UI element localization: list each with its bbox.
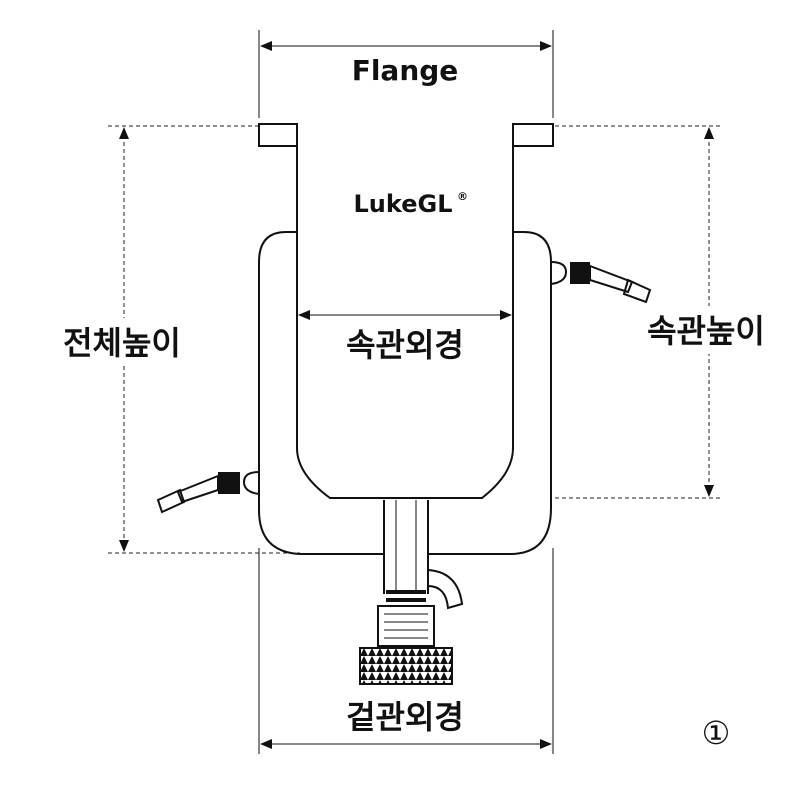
flange-dimension [258,30,554,118]
vessel [156,123,652,685]
inner-height-label: 속관높이 [647,312,765,350]
lower-hose-nozzle [156,471,260,514]
registered-mark: ® [457,190,468,203]
brand-logo: LukeGL [354,190,453,218]
upper-hose-nozzle [550,261,652,304]
figure-number: ① [702,714,731,752]
outer-diameter-label: 겉관외경 [346,698,464,736]
total-height-label: 전체높이 [63,324,181,362]
flange-label: Flange [352,54,459,87]
inner-diameter-label: 속관외경 [346,326,464,364]
outer-diameter-dimension [258,548,554,754]
